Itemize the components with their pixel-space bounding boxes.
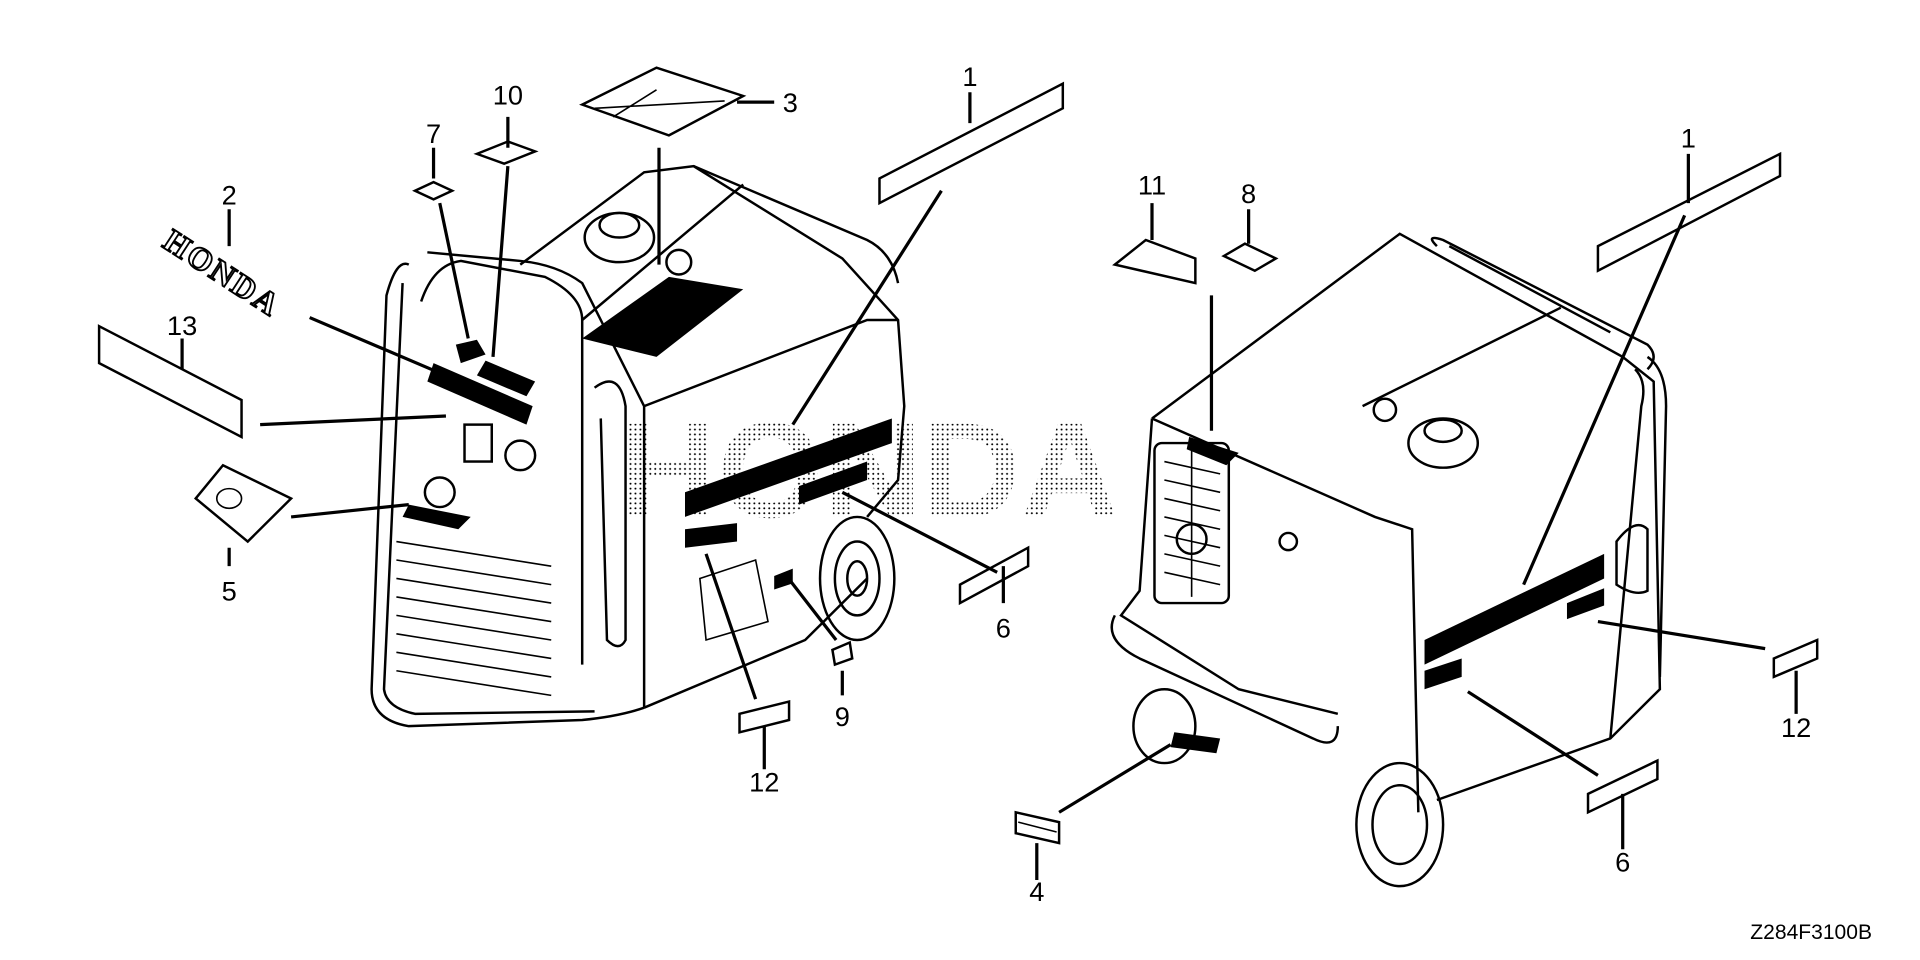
decal-6-right: [1586, 758, 1659, 815]
decal-3: [579, 66, 747, 137]
callout-2: 2: [222, 179, 237, 210]
decal-9: [831, 640, 854, 667]
callout-12-left: 12: [749, 766, 779, 797]
watermark: HONDA: [619, 394, 1119, 546]
decal-12-left: [738, 699, 791, 734]
callout-13: 13: [167, 310, 197, 341]
callout-12-right: 12: [1781, 712, 1811, 743]
generator-front-view: [370, 164, 906, 728]
callout-3: 3: [783, 87, 798, 118]
decal-6-left: [958, 545, 1030, 606]
callout-9: 9: [835, 701, 850, 732]
rear-grille: [1153, 441, 1231, 605]
callout-4: 4: [1029, 876, 1044, 907]
decal-5: [193, 463, 294, 544]
front-grille: [396, 540, 552, 697]
callout-7: 7: [426, 118, 441, 149]
decal-13: [97, 324, 243, 439]
callout-6-right: 6: [1615, 846, 1630, 877]
decal-10: [473, 140, 539, 166]
decal-11: [1112, 238, 1197, 285]
callout-1-right: 1: [1681, 123, 1696, 154]
decal-8: [1221, 242, 1279, 273]
generator-rear-view: [1110, 232, 1668, 888]
callout-11: 11: [1138, 170, 1166, 201]
callout-6-left: 6: [996, 613, 1011, 644]
callout-5: 5: [222, 576, 237, 607]
decal-1-right: [1596, 151, 1782, 273]
honda-logo-decal: HONDA: [157, 222, 288, 324]
decal-7: [412, 180, 456, 201]
callout-1-left: 1: [962, 61, 977, 92]
drawing-code: Z284F3100B: [1750, 921, 1872, 944]
decal-12-right: [1772, 638, 1819, 679]
callout-8: 8: [1241, 178, 1256, 209]
callout-10: 10: [493, 80, 523, 111]
decal-1-left: [878, 81, 1065, 206]
